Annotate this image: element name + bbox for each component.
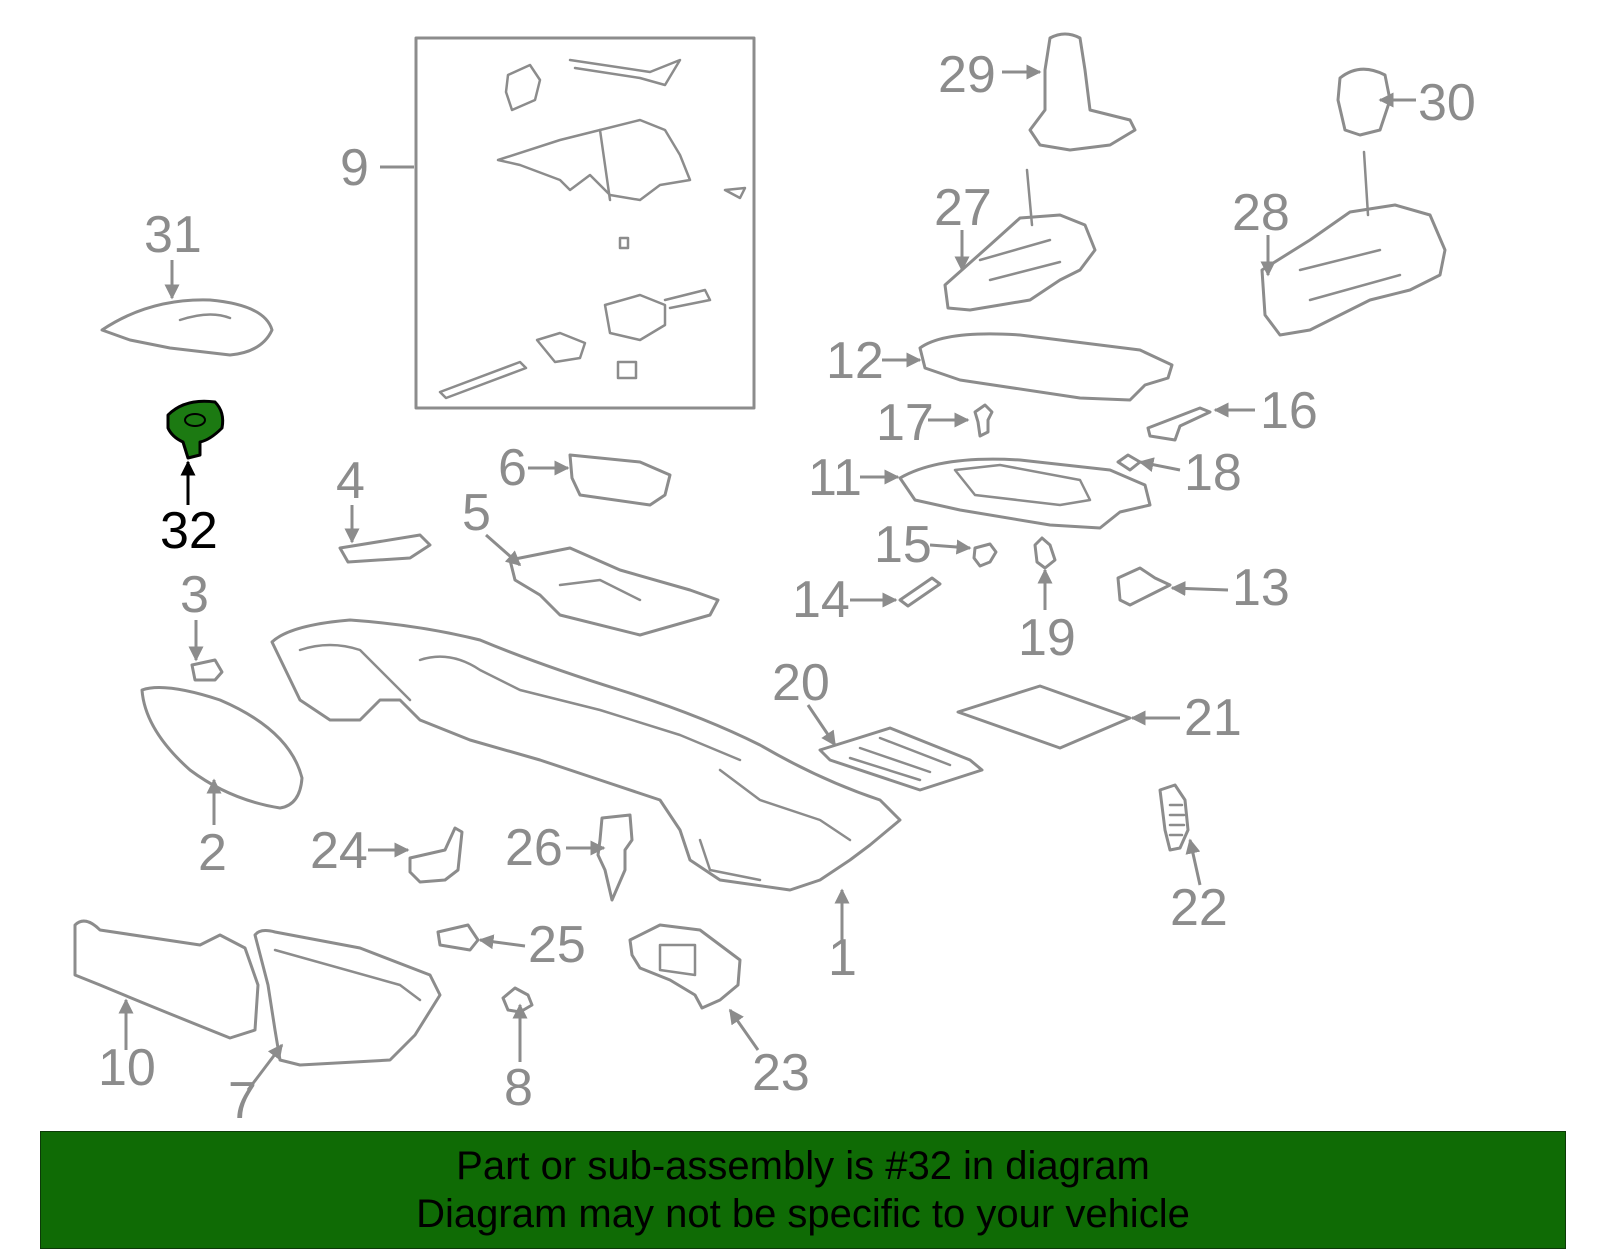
part-23 [628,923,742,1010]
callout-3: 3 [180,566,209,624]
part-8 [501,986,534,1014]
part-21 [956,684,1132,750]
part-3 [190,658,224,682]
callout-11: 11 [808,449,862,507]
callout-27: 27 [934,179,992,237]
part-9-kit-box [414,36,756,410]
callout-28: 28 [1232,184,1290,242]
part-6 [568,453,672,507]
part-30-knob [1336,67,1392,137]
callout-31: 31 [144,206,202,264]
part-24 [408,826,464,884]
part-32-highlighted [166,399,225,460]
callout-20: 20 [772,654,830,712]
callout-7: 7 [228,1072,257,1130]
callout-17: 17 [876,394,934,452]
callout-19: 19 [1018,609,1076,667]
part-19 [1033,536,1057,570]
part-28-shifter [1260,203,1447,337]
callout-10: 10 [98,1039,156,1097]
callout-6: 6 [498,439,527,497]
part-18 [1116,453,1142,472]
callout-22: 22 [1170,879,1228,937]
parts-diagram: 1 2 3 4 5 6 7 8 9 10 11 12 13 14 15 16 1… [73,32,1476,1130]
callout-21: 21 [1184,689,1242,747]
callout-14: 14 [792,571,850,629]
callout-5: 5 [462,484,491,542]
part-20 [818,726,984,792]
part-15 [972,542,998,568]
part-16 [1146,406,1212,442]
banner-line-2: Diagram may not be specific to your vehi… [416,1192,1190,1236]
part-11 [898,457,1152,530]
part-31 [100,298,274,357]
callout-1: 1 [828,929,857,987]
callout-24: 24 [310,822,368,880]
callout-18: 18 [1184,444,1242,502]
part-5 [508,546,720,637]
part-29-knob [1028,32,1137,152]
callout-29: 29 [938,46,996,104]
callout-32: 32 [160,502,218,560]
part-4 [338,533,432,564]
part-22 [1158,783,1190,852]
info-banner: Part or sub-assembly is #32 in diagram D… [40,1131,1566,1249]
part-14 [898,576,942,608]
part-7 [253,929,442,1067]
callout-30: 30 [1418,74,1476,132]
part-1-console [270,618,902,892]
callout-15: 15 [874,516,932,574]
part-10 [73,919,260,1040]
callout-26: 26 [505,819,563,877]
part-13 [1116,566,1172,607]
callout-2: 2 [198,824,227,882]
callout-labels: 1 2 3 4 5 6 7 8 9 10 11 12 13 14 15 16 1… [98,46,1476,1130]
callout-23: 23 [752,1044,810,1102]
callout-16: 16 [1260,382,1318,440]
part-12 [918,332,1174,402]
callout-25: 25 [528,916,586,974]
part-25 [436,923,480,952]
part-27-shifter [943,213,1097,312]
part-2 [140,686,304,810]
callout-8: 8 [504,1059,533,1117]
banner-line-1: Part or sub-assembly is #32 in diagram [456,1144,1150,1188]
callout-13: 13 [1232,559,1290,617]
callout-12: 12 [826,332,884,390]
part-17 [973,403,994,438]
leader-lines [118,64,1416,1091]
callout-4: 4 [336,452,365,510]
part-26 [596,813,634,902]
callout-9: 9 [340,139,369,197]
